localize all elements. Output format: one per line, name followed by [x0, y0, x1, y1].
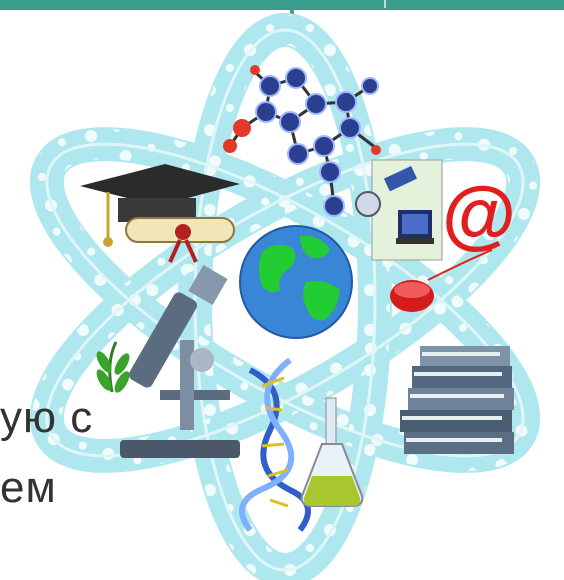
flask-icon — [300, 397, 364, 507]
microscope-icon — [120, 265, 240, 458]
caption-line-2: ем — [0, 463, 57, 512]
globe-icon — [239, 225, 353, 339]
mouse-icon — [390, 249, 493, 312]
svg-text:@: @ — [442, 172, 516, 257]
diploma-scroll-icon — [125, 217, 235, 263]
computer-icon — [396, 210, 434, 244]
top-accent-bar — [0, 0, 564, 18]
books-icon — [400, 346, 514, 454]
molecule-icon — [223, 65, 381, 217]
top-bar-marker — [290, 0, 294, 18]
plant-icon — [96, 341, 130, 393]
caption-line-1: ую с — [0, 393, 94, 442]
email-icon: @ — [442, 172, 516, 257]
top-bar-marker-light — [384, 0, 386, 8]
graduation-cap-icon — [80, 164, 240, 247]
